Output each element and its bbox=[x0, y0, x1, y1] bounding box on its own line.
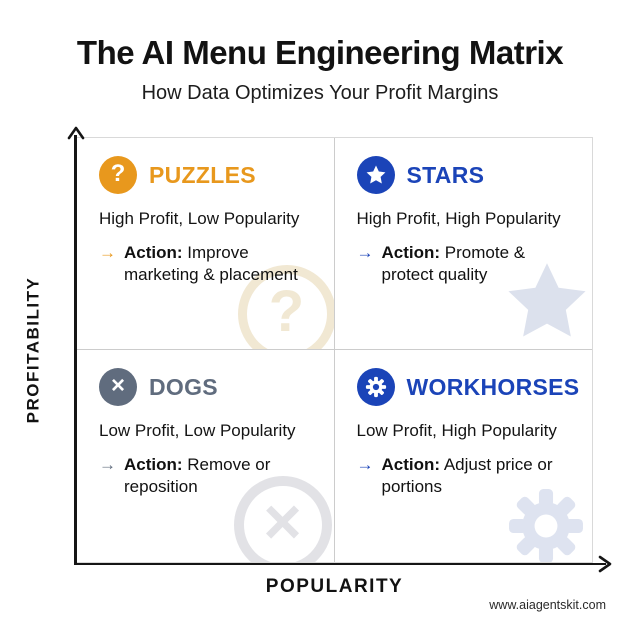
arrow-right-icon: → bbox=[99, 243, 116, 262]
quadrant-header: STARS bbox=[356, 156, 585, 194]
y-axis-label: PROFITABILITY bbox=[23, 276, 42, 424]
quadrant-action: → Action: Promote & protect quality bbox=[357, 242, 585, 286]
quadrant-title: WORKHORSES bbox=[406, 373, 580, 400]
website-url: www.aiagentskit.com bbox=[489, 598, 606, 612]
matrix: ? ? PUZZLES High Profit, Low Popularity … bbox=[23, 126, 612, 572]
action-label: Action: bbox=[124, 243, 183, 262]
action-label: Action: bbox=[381, 455, 441, 474]
quadrant-description: High Profit, High Popularity bbox=[356, 209, 561, 228]
quadrant-action: → Action: Improve marketing & placement bbox=[99, 242, 326, 286]
quadrant-description: High Profit, Low Popularity bbox=[99, 209, 300, 228]
arrow-right-icon: → bbox=[99, 455, 116, 474]
quadrant-title: DOGS bbox=[149, 373, 218, 400]
quadrant-title: STARS bbox=[406, 161, 485, 188]
matrix-grid: ? ? PUZZLES High Profit, Low Popularity … bbox=[76, 137, 593, 563]
quadrant-header: WORKHORSES bbox=[356, 368, 585, 406]
x-axis-label: POPULARITY bbox=[265, 576, 404, 597]
page-title: The AI Menu Engineering Matrix bbox=[76, 34, 564, 71]
action-text: Remove or reposition bbox=[124, 455, 271, 496]
x-axis-line bbox=[74, 562, 606, 565]
action-label: Action: bbox=[124, 455, 183, 474]
quadrant-description: Low Profit, Low Popularity bbox=[99, 421, 296, 440]
quadrant-action: → Action: Remove or reposition bbox=[99, 454, 326, 498]
question-mark-icon: ? bbox=[99, 156, 137, 194]
quadrant-dogs: × × DOGS Low Profit, Low Popularity → Ac… bbox=[77, 350, 335, 562]
action-text: Adjust price or portions bbox=[381, 455, 553, 496]
gear-icon bbox=[356, 368, 395, 406]
y-axis-line bbox=[74, 135, 77, 564]
quadrant-description: Low Profit, High Popularity bbox=[356, 421, 557, 440]
star-icon bbox=[356, 156, 395, 194]
quadrant-puzzles: ? ? PUZZLES High Profit, Low Popularity … bbox=[77, 138, 335, 350]
page-subtitle: How Data Optimizes Your Profit Margins bbox=[141, 82, 499, 104]
action-label: Action: bbox=[381, 243, 441, 262]
quadrant-header: × DOGS bbox=[99, 368, 326, 406]
quadrant-header: ? PUZZLES bbox=[99, 156, 326, 194]
quadrant-action: → Action: Adjust price or portions bbox=[357, 454, 585, 498]
arrow-right-icon: → bbox=[356, 243, 374, 262]
quadrant-stars: STARS High Profit, High Popularity → Act… bbox=[334, 138, 592, 350]
action-text: Promote & protect quality bbox=[381, 243, 526, 284]
y-axis-arrowhead-icon bbox=[67, 126, 85, 140]
quadrant-workhorses: WORKHORSES Low Profit, High Popularity →… bbox=[335, 350, 593, 562]
quadrant-title: PUZZLES bbox=[149, 161, 256, 188]
x-icon: × bbox=[99, 368, 137, 406]
arrow-right-icon: → bbox=[356, 455, 374, 474]
x-axis-arrowhead-icon bbox=[598, 555, 612, 572]
